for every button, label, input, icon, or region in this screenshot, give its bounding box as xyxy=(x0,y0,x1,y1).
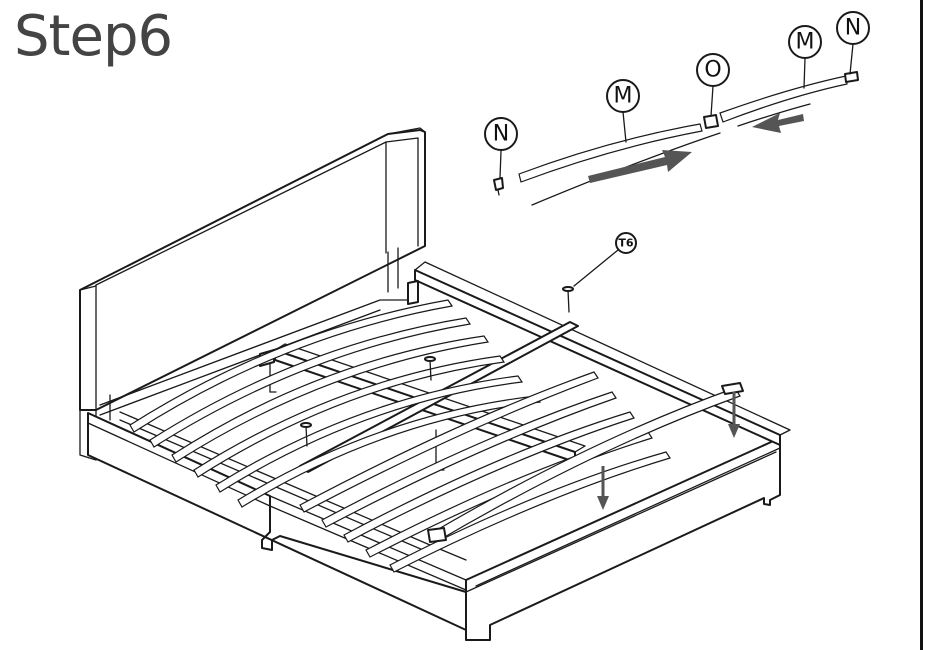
slats-left xyxy=(129,299,542,508)
arrow-right xyxy=(588,150,692,183)
bed-frame: T6 xyxy=(79,127,791,641)
screw-t6 xyxy=(562,286,574,313)
screw-left xyxy=(300,422,312,447)
connector-o-part xyxy=(703,114,719,129)
svg-text:O: O xyxy=(704,58,721,83)
guide-line-right xyxy=(737,103,811,127)
svg-text:N: N xyxy=(845,16,861,41)
right-side-rail xyxy=(414,269,781,446)
slat-m-right xyxy=(719,75,848,123)
left-side-rail xyxy=(87,412,467,631)
slats-right xyxy=(299,371,671,573)
step-title: Step6 xyxy=(14,4,173,69)
end-cap-n-left xyxy=(493,177,504,191)
svg-text:M: M xyxy=(796,30,815,55)
guide-line xyxy=(531,132,721,206)
svg-text:N: N xyxy=(493,122,509,147)
screw-middle xyxy=(424,356,436,381)
down-arrow-right xyxy=(728,392,740,438)
svg-text:T6: T6 xyxy=(618,237,634,250)
page-border xyxy=(920,0,923,650)
callout-m-right: M xyxy=(788,25,822,59)
slat-m-left xyxy=(518,123,703,183)
slat-assembly-detail: N M O M N xyxy=(484,11,870,206)
slat-being-installed xyxy=(429,387,741,543)
down-arrow-center xyxy=(597,466,609,510)
end-cap-n-right xyxy=(844,71,859,83)
callout-n-left: N xyxy=(484,117,518,151)
foot-rail xyxy=(465,437,781,641)
callout-o: O xyxy=(696,53,730,87)
svg-text:M: M xyxy=(614,84,633,109)
arrow-left xyxy=(752,113,804,133)
callout-m-left: M xyxy=(606,79,640,113)
callout-t6: T6 xyxy=(615,232,637,254)
callout-n-right: N xyxy=(836,11,870,45)
